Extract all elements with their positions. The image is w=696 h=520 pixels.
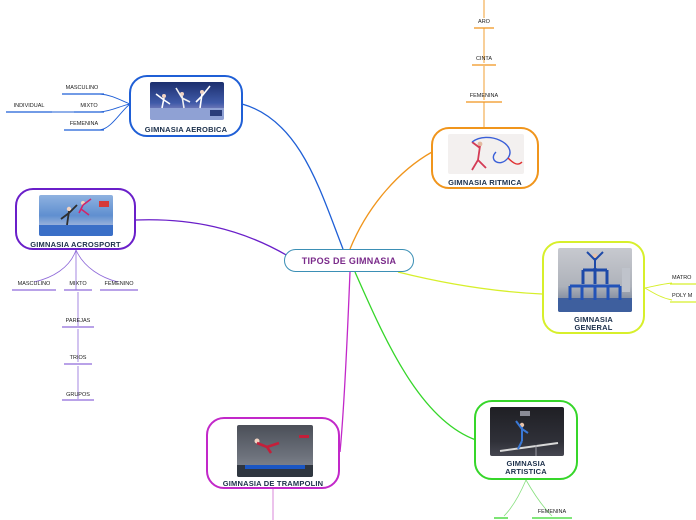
aerobica-gymnasts-image [150, 85, 224, 120]
leaf-general-matro[interactable]: MATRO [672, 275, 692, 281]
artistica-gymnast-image [499, 411, 559, 456]
artistica-title-line2: ARTISTICA [505, 467, 547, 476]
link-general-poly [644, 287, 673, 301]
link-general-matro [644, 282, 673, 289]
aerobica-title: GIMNASIA AEROBICA [144, 125, 228, 134]
artistica-title-line1: GIMNASIA [506, 459, 546, 468]
central-node-label: TIPOS DE GIMNASIA [301, 255, 397, 266]
link-acro-femenino [75, 249, 119, 283]
leaf-ritmica-cinta[interactable]: CINTA [475, 56, 493, 62]
general-photo [558, 248, 632, 312]
acrosport-title: GIMNASIA ACROSPORT [30, 240, 121, 249]
ritmica-photo [448, 134, 524, 174]
trampolin-title: GIMNASIA DE TRAMPOLIN [222, 479, 324, 488]
leaf-ritmica-aro[interactable]: ARO [478, 19, 490, 25]
leaf-acro-femenino[interactable]: FEMENINO [104, 281, 134, 287]
link-aerobica-masculino [99, 93, 131, 105]
leaf-ritmica-femenina[interactable]: FEMENINA [469, 93, 499, 99]
acrosport-gymnasts-image [39, 198, 113, 236]
aerobica-photo [150, 82, 224, 120]
central-node[interactable]: TIPOS DE GIMNASIA [284, 249, 414, 272]
node-gimnasia-aerobica[interactable]: GIMNASIA AEROBICA [129, 75, 243, 137]
trampolin-gymnast-image [237, 435, 313, 477]
leaf-aerobica-masculino[interactable]: MASCULINO [65, 85, 99, 91]
acrosport-photo [39, 195, 113, 236]
artistica-photo [490, 407, 564, 456]
general-title-line2: GENERAL [574, 323, 613, 332]
link-central-ritmica [349, 151, 433, 250]
leaf-acro-masculino[interactable]: MASCULINO [17, 281, 51, 287]
link-central-artistica [354, 271, 477, 441]
node-gimnasia-artistica[interactable]: GIMNASIA ARTISTICA [474, 400, 578, 480]
link-central-trampolin [339, 271, 351, 453]
leaf-aerobica-mixto[interactable]: MIXTO [80, 103, 98, 109]
leaf-aerobica-femenina[interactable]: FEMENINA [69, 121, 99, 127]
ritmica-gymnast-image [471, 136, 523, 171]
general-title-line1: GIMNASIA [573, 315, 614, 324]
leaf-acro-parejas[interactable]: PAREJAS [65, 318, 91, 324]
leaf-aerobica-individual[interactable]: INDIVIDUAL [13, 103, 45, 109]
leaf-acro-trios[interactable]: TRIOS [69, 355, 87, 361]
leaf-artistica-femenina[interactable]: FEMENINA [537, 509, 567, 515]
link-central-aerobica [241, 103, 344, 250]
link-aerobica-femenina [99, 103, 131, 131]
node-gimnasia-acrosport[interactable]: GIMNASIA ACROSPORT [15, 188, 136, 250]
general-pyramid-image [558, 251, 632, 312]
node-gimnasia-ritmica[interactable]: GIMNASIA RITMICA [431, 127, 539, 189]
leaf-acro-grupos[interactable]: GRUPOS [66, 392, 90, 398]
leaf-general-poly[interactable]: POLY M [672, 293, 693, 299]
node-gimnasia-trampolin[interactable]: GIMNASIA DE TRAMPOLIN [206, 417, 340, 489]
link-artistica-left [503, 479, 527, 517]
link-central-general [397, 271, 543, 295]
node-gimnasia-general[interactable]: GIMNASIA GENERAL [542, 241, 645, 334]
link-acro-masculino [33, 249, 77, 283]
link-central-acrosport [135, 219, 289, 257]
leaf-acro-mixto[interactable]: MIXTO [69, 281, 87, 287]
trampolin-photo [237, 425, 313, 477]
link-artistica-femenina [525, 479, 553, 517]
ritmica-title: GIMNASIA RITMICA [448, 178, 522, 187]
